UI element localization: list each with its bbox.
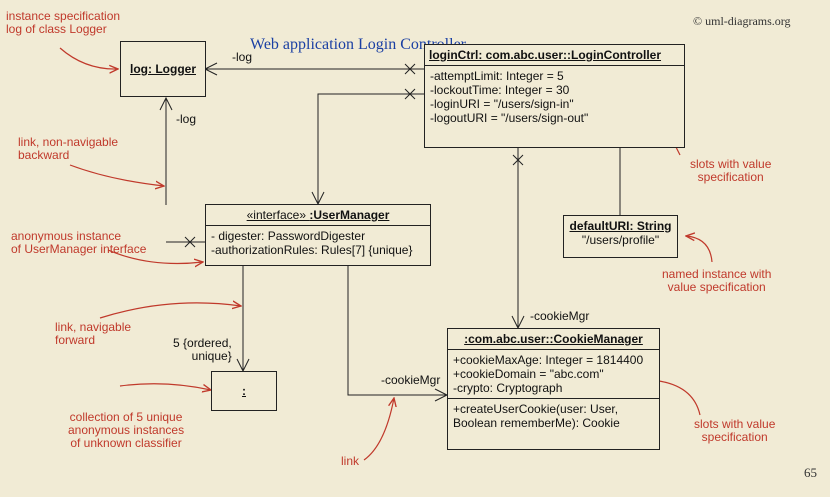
x-mark-controller-usermanager bbox=[404, 88, 416, 100]
operation: Boolean rememberMe): Cookie bbox=[453, 416, 620, 430]
user-manager-name: :UserManager bbox=[309, 208, 390, 222]
collection-name: : bbox=[242, 384, 246, 398]
slot: +cookieDomain = "abc.com" bbox=[453, 367, 604, 381]
x-mark-controller-cookiemanager bbox=[512, 154, 524, 166]
cookie-manager-instance: :com.abc.user::CookieManager +cookieMaxA… bbox=[447, 328, 660, 450]
logger-instance: log: Logger bbox=[120, 41, 206, 97]
annotation-named-instance: named instance with value specification bbox=[662, 267, 772, 294]
default-uri-value: "/users/profile" bbox=[581, 233, 660, 247]
link-usermanager-cookiemanager bbox=[347, 266, 447, 396]
slot: -attemptLimit: Integer = 5 bbox=[430, 69, 564, 83]
link-controller-usermanager bbox=[317, 93, 424, 204]
slot: - digester: PasswordDigester bbox=[211, 229, 366, 243]
user-manager-header: «interface» :UserManager bbox=[206, 205, 430, 225]
pointer-named-instance bbox=[686, 236, 713, 263]
copyright-text: © uml-diagrams.org bbox=[693, 14, 791, 28]
operation: +createUserCookie(user: User, bbox=[453, 402, 619, 416]
slot: +cookieMaxAge: Integer = 1814400 bbox=[453, 353, 644, 367]
slot: -logoutURI = "/users/sign-out" bbox=[430, 111, 589, 125]
annotation-non-navigable: link, non-navigable backward bbox=[18, 135, 119, 162]
default-uri-name: defaultURI: String bbox=[569, 219, 672, 233]
user-manager-instance: «interface» :UserManager - digester: Pas… bbox=[205, 204, 431, 266]
diagram-title: Web application Login Controller bbox=[250, 36, 466, 53]
slot: -authorizationRules: Rules[7] {unique} bbox=[211, 243, 413, 257]
default-uri-instance: defaultURI: String "/users/profile" bbox=[563, 215, 678, 258]
login-controller-slots: -attemptLimit: Integer = 5 -lockoutTime:… bbox=[425, 65, 684, 128]
log-role-label: -log bbox=[176, 112, 197, 126]
slot: -crypto: Cryptograph bbox=[453, 381, 563, 395]
annotation-instance-spec: instance specification log of class Logg… bbox=[6, 9, 121, 36]
login-controller-instance: loginCtrl: com.abc.user::LoginController… bbox=[424, 44, 685, 148]
logger-name: log: Logger bbox=[130, 62, 196, 76]
x-mark-usermanager bbox=[184, 236, 196, 248]
arrowhead-logger-up bbox=[159, 96, 173, 111]
annotation-link: link bbox=[341, 454, 360, 468]
login-controller-name: loginCtrl: com.abc.user::LoginController bbox=[429, 48, 662, 62]
annotation-anonymous-instance: anonymous instance of UserManager interf… bbox=[11, 229, 147, 256]
annotation-slots-1: slots with value specification bbox=[690, 157, 772, 184]
pointer-anonymous-instance bbox=[107, 249, 203, 264]
pointer-navigable bbox=[99, 303, 241, 319]
user-manager-stereotype: «interface» bbox=[246, 208, 306, 222]
annotation-slots-2: slots with value specification bbox=[694, 417, 776, 444]
cookie-manager-name: :com.abc.user::CookieManager bbox=[464, 332, 643, 346]
annotation-navigable: link, navigable forward bbox=[55, 320, 132, 347]
slot: -lockoutTime: Integer = 30 bbox=[430, 83, 570, 97]
user-manager-slots: - digester: PasswordDigester -authorizat… bbox=[206, 225, 430, 260]
pointer-non-navigable bbox=[69, 164, 164, 186]
cookie-mgr-role-label: -cookieMgr bbox=[381, 373, 441, 387]
page-number: 65 bbox=[804, 465, 817, 480]
cookie-manager-operations: +createUserCookie(user: User, Boolean re… bbox=[448, 398, 659, 433]
x-mark-controller-logger bbox=[404, 63, 416, 75]
cookie-mgr-role-label: -cookieMgr bbox=[530, 309, 590, 323]
pointer-instance-spec bbox=[59, 47, 118, 69]
collection-instance: : bbox=[211, 371, 277, 411]
pointer-collection bbox=[119, 383, 211, 390]
pointer-link bbox=[363, 398, 394, 461]
cookie-manager-slots: +cookieMaxAge: Integer = 1814400 +cookie… bbox=[448, 349, 659, 398]
multiplicity-label: 5 {ordered, unique} bbox=[173, 336, 232, 363]
log-role-label: -log bbox=[232, 50, 253, 64]
annotation-collection: collection of 5 unique anonymous instanc… bbox=[68, 410, 185, 450]
slot: -loginURI = "/users/sign-in" bbox=[430, 97, 574, 111]
